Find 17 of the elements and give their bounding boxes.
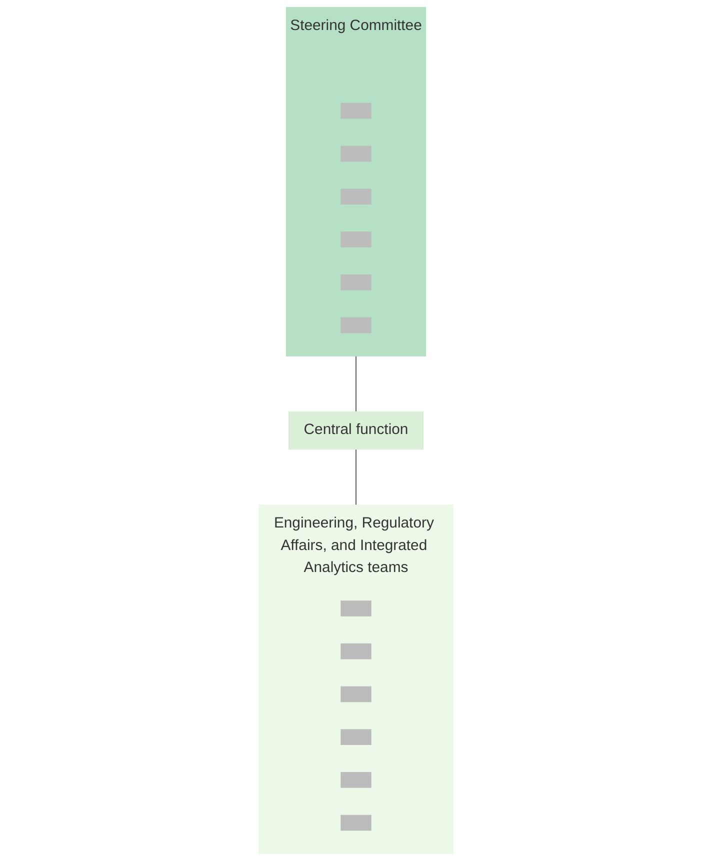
node-bar [340, 686, 371, 702]
cluster: Steering Committee [285, 7, 426, 356]
cluster: Engineering, Regulatory Affairs, and Integrated Analytics teams [258, 504, 453, 854]
node-bar [340, 643, 371, 660]
node-bar [340, 188, 371, 205]
node-bar [340, 317, 371, 334]
node-bar [340, 729, 371, 745]
node-bar [340, 232, 371, 248]
node-bar [340, 146, 371, 162]
node-bar [340, 102, 371, 119]
connector [355, 448, 356, 506]
connector [355, 356, 356, 412]
node-bar [340, 772, 371, 788]
node-bar [340, 814, 371, 831]
node-bar [340, 274, 371, 290]
node-bar [340, 600, 371, 616]
node-box: Central function [288, 411, 424, 450]
